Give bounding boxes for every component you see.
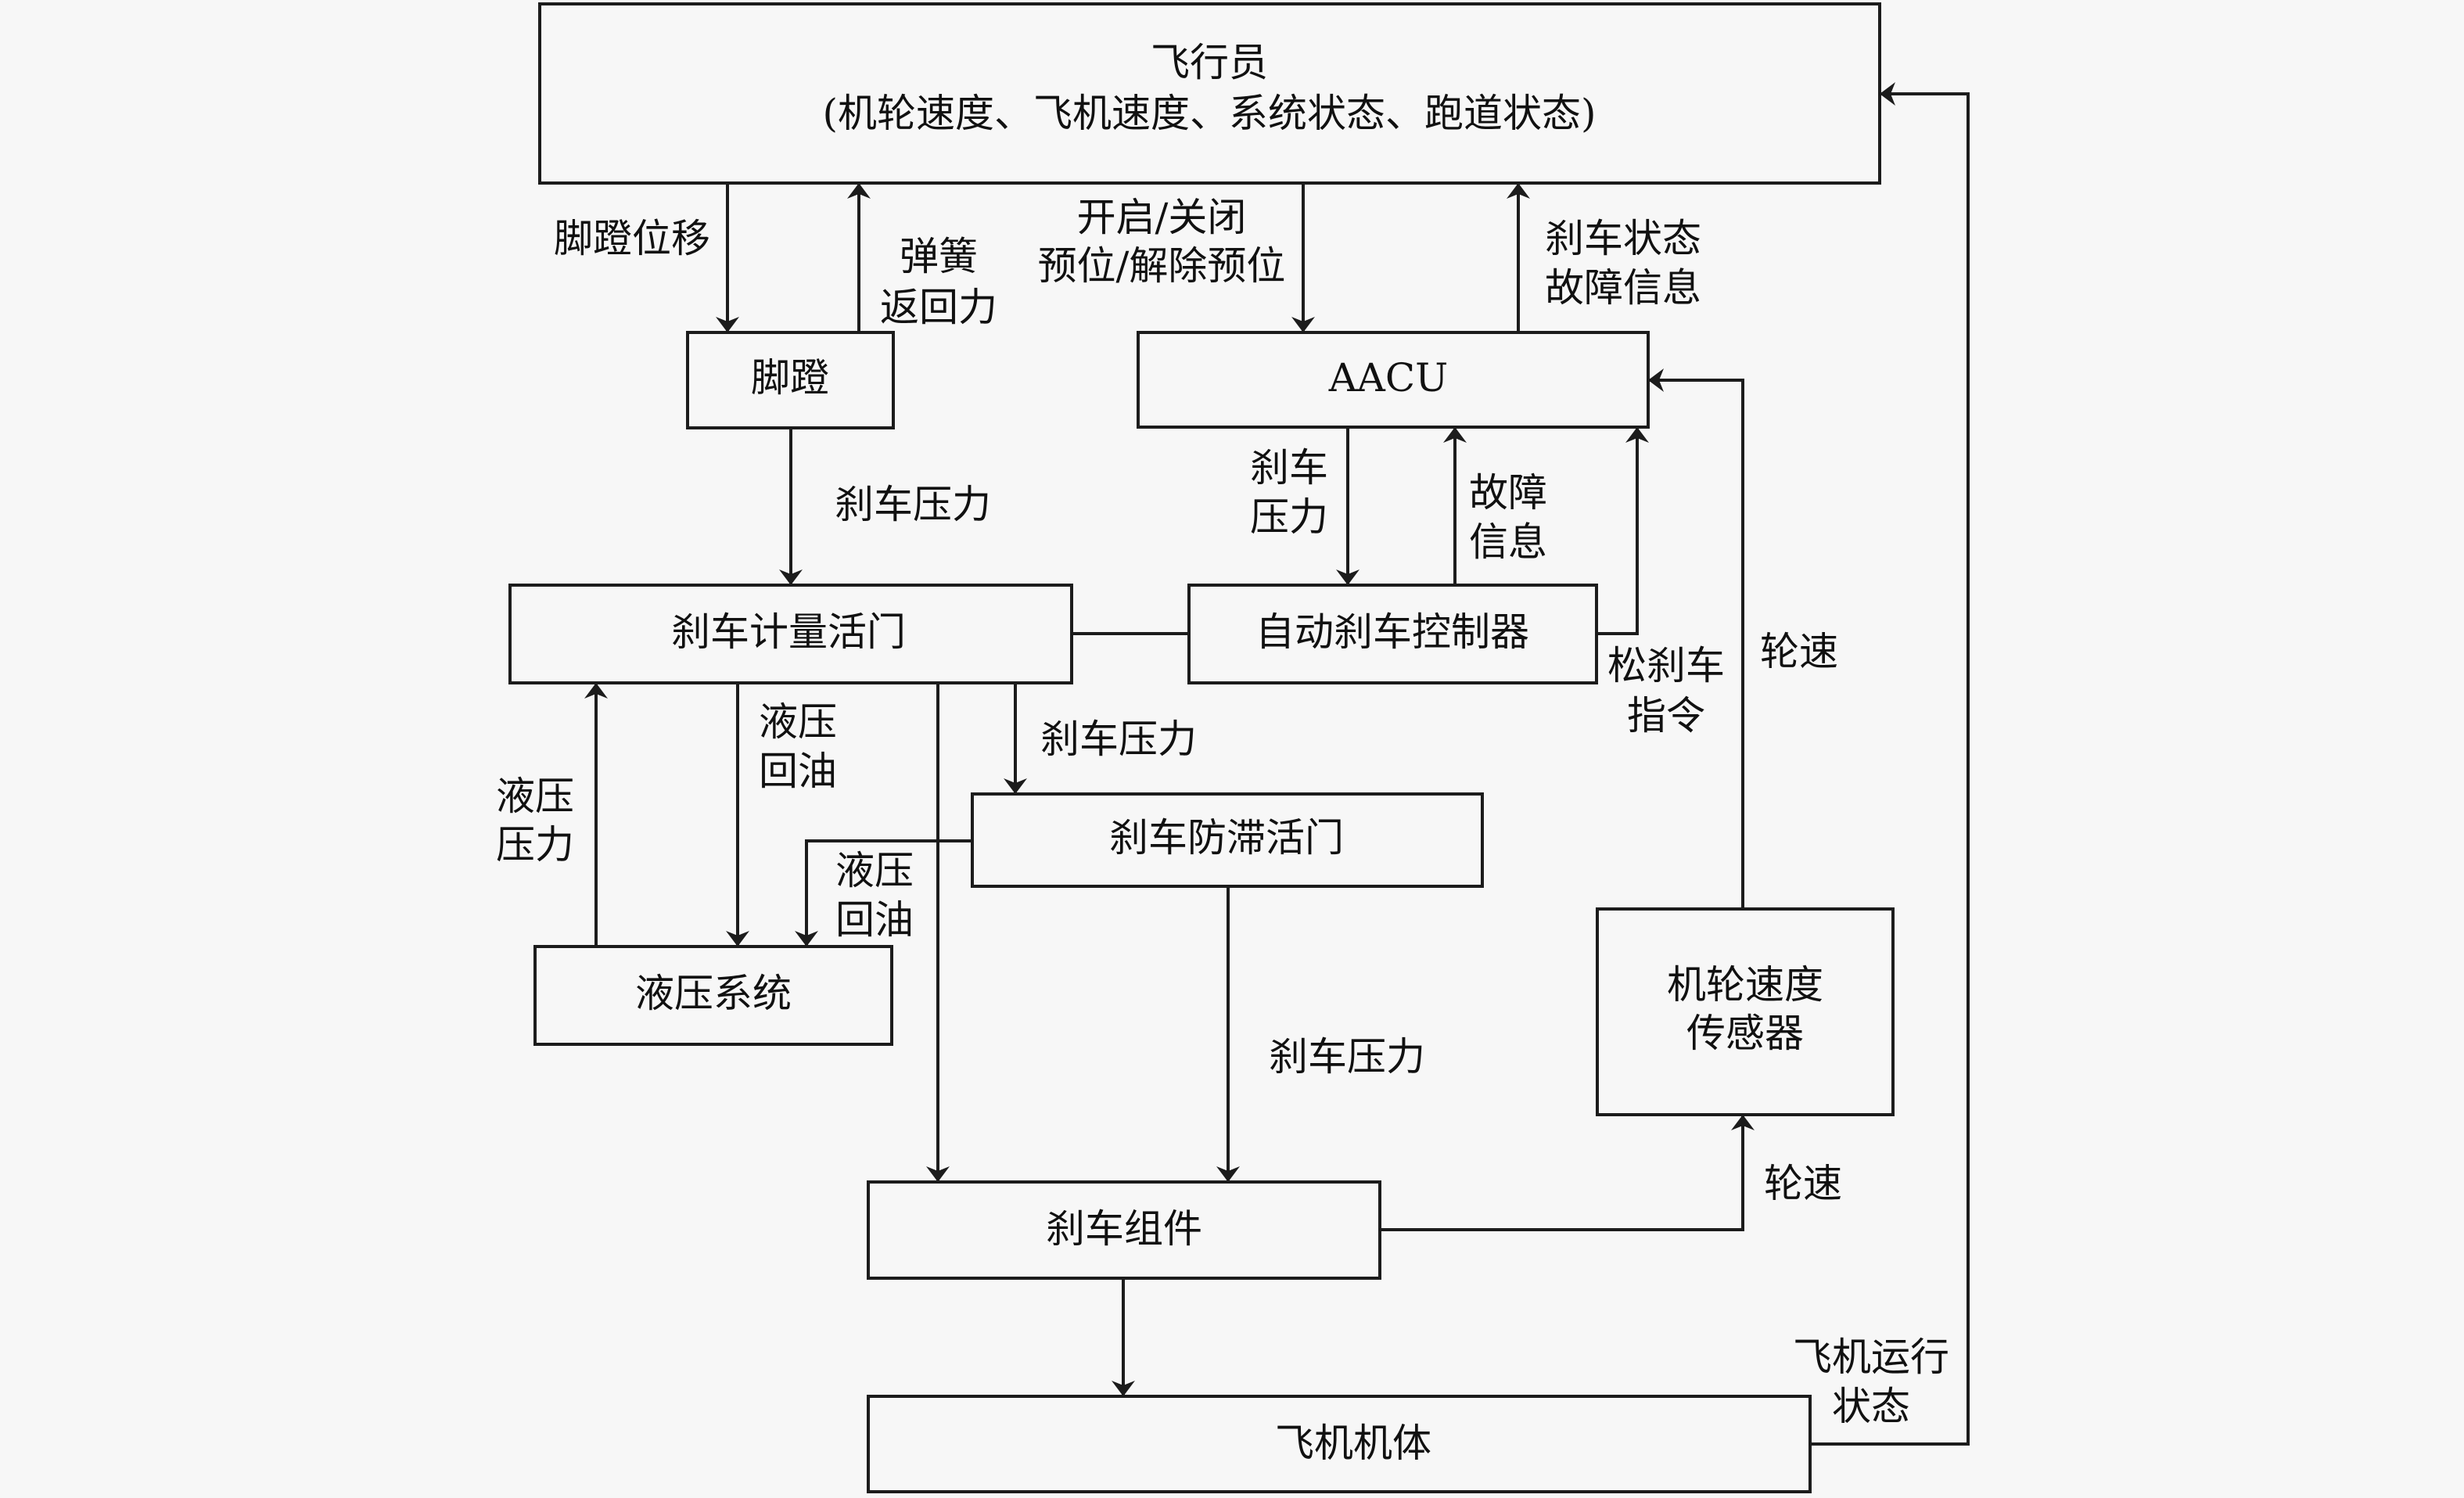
wheel-speed-sensor-line1: 机轮速度 <box>1667 962 1823 1008</box>
label-hydraulic-return-b-2: 回油 <box>835 897 914 943</box>
label-wheel-speed-upper: 轮速 <box>1760 629 1838 674</box>
autobrake-controller-label: 自动刹车控制器 <box>1255 609 1529 655</box>
node-pedal: 脚蹬 <box>686 331 895 429</box>
label-arm-2: 预位/解除预位 <box>1038 243 1286 289</box>
label-aircraft-state-2: 状态 <box>1832 1384 1910 1429</box>
hydraulic-system-label: 液压系统 <box>635 971 792 1016</box>
aacu-label: AACU <box>1328 355 1449 401</box>
label-aircraft-state-1: 飞机运行 <box>1793 1335 1949 1380</box>
airframe-label: 飞机机体 <box>1275 1421 1431 1466</box>
node-autobrake-controller: 自动刹车控制器 <box>1187 584 1598 684</box>
node-pilot: 飞行员 (机轮速度、飞机速度、系统状态、跑道状态) <box>538 2 1881 185</box>
node-wheel-speed-sensor: 机轮速度 传感器 <box>1596 907 1895 1116</box>
edge-aircraft-state <box>1810 82 1970 1446</box>
metering-valve-label: 刹车计量活门 <box>671 609 906 655</box>
label-arm-1: 开启/关闭 <box>1077 195 1247 240</box>
edge-hydraulic-return-b <box>795 839 972 947</box>
label-pedal-displacement: 脚蹬位移 <box>554 216 710 261</box>
node-brake-assembly: 刹车组件 <box>867 1180 1381 1280</box>
wheel-speed-sensor-line2: 传感器 <box>1686 1011 1804 1056</box>
label-hydraulic-pressure-2: 压力 <box>496 822 574 868</box>
label-aacu-brake-pressure-1: 刹车 <box>1250 445 1328 490</box>
label-hydraulic-return-a-2: 回油 <box>759 749 837 794</box>
label-metering-brake-pressure: 刹车压力 <box>1040 717 1197 762</box>
label-fault-info-1: 故障 <box>1469 470 1547 515</box>
antiskid-valve-label: 刹车防滞活门 <box>1109 815 1344 860</box>
node-aacu: AACU <box>1137 331 1650 429</box>
pilot-title: 飞行员 <box>1151 40 1268 85</box>
label-aacu-brake-pressure-2: 压力 <box>1250 494 1328 540</box>
pilot-subtitle: (机轮速度、飞机速度、系统状态、跑道状态) <box>822 91 1596 136</box>
node-airframe: 飞机机体 <box>867 1395 1812 1493</box>
edge-wheel-speed-to-sensor <box>1380 1115 1755 1231</box>
edge-wheel-speed-to-aacu <box>1648 368 1744 909</box>
label-release-command-2: 指令 <box>1627 693 1705 738</box>
node-metering-valve: 刹车计量活门 <box>508 584 1073 684</box>
node-antiskid-valve: 刹车防滞活门 <box>971 792 1484 888</box>
label-hydraulic-return-b-1: 液压 <box>835 848 914 893</box>
pedal-label: 脚蹬 <box>751 355 829 401</box>
label-spring-return-2: 返回力 <box>880 285 997 330</box>
label-brake-status-2: 故障信息 <box>1545 265 1701 311</box>
node-hydraulic-system: 液压系统 <box>533 945 893 1046</box>
label-wheel-speed-lower: 轮速 <box>1764 1161 1842 1206</box>
label-release-command-1: 松刹车 <box>1607 643 1725 688</box>
label-hydraulic-pressure-1: 液压 <box>496 774 574 819</box>
label-spring-return-1: 弹簧 <box>900 234 978 279</box>
label-brake-status-1: 刹车状态 <box>1545 216 1701 261</box>
label-antiskid-brake-pressure: 刹车压力 <box>1269 1034 1425 1079</box>
label-fault-info-2: 信息 <box>1469 519 1547 565</box>
edge-release-command <box>1597 427 1649 635</box>
label-hydraulic-return-a-1: 液压 <box>759 699 837 745</box>
brake-assembly-label: 刹车组件 <box>1046 1206 1202 1252</box>
label-pedal-brake-pressure: 刹车压力 <box>835 482 991 527</box>
